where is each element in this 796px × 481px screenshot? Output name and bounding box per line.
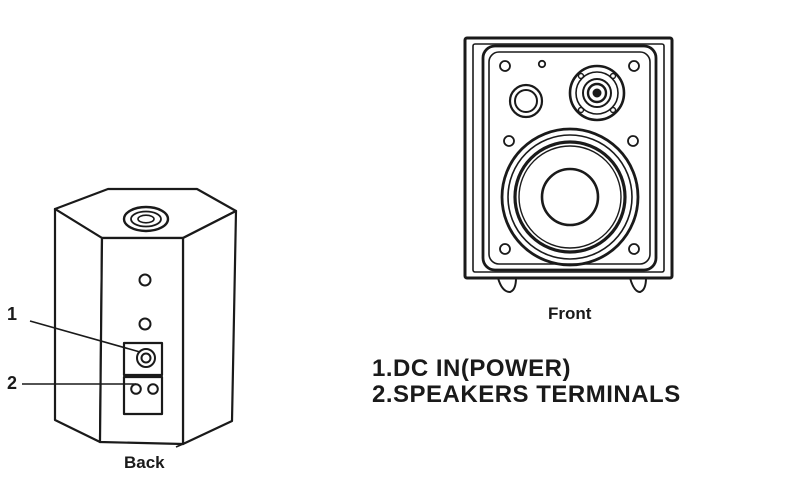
- front-screw-bl: [499, 243, 511, 255]
- back-speaker: [53, 187, 238, 448]
- legend-item-dc-in: 1.DC IN(POWER): [372, 355, 571, 382]
- front-screw-tr: [628, 60, 640, 72]
- callout-2-label: 2: [7, 373, 18, 393]
- front-indicator: [537, 59, 547, 69]
- top-mount: [122, 205, 170, 233]
- front-screw-br: [628, 243, 640, 255]
- front-speaker: [463, 36, 674, 293]
- tweeter: [568, 64, 626, 122]
- callout-1-leader: [29, 320, 141, 353]
- front-screw-tl: [499, 60, 511, 72]
- legend-item-speaker-terminals: 2.SPEAKERS TERMINALS: [372, 381, 681, 408]
- legend: 1.DC IN(POWER) 2.SPEAKERS TERMINALS: [372, 356, 681, 408]
- front-foot-right: [629, 277, 647, 293]
- woofer-screw-tl: [503, 135, 515, 147]
- woofer: [500, 127, 640, 267]
- woofer-screw-tr: [627, 135, 639, 147]
- dc-in-jack: [122, 341, 164, 377]
- bass-port: [508, 83, 544, 119]
- front-foot-left: [497, 277, 517, 293]
- callout-1-label: 1: [7, 304, 18, 324]
- front-caption: Front: [548, 304, 592, 323]
- back-hole-upper: [138, 273, 152, 287]
- back-caption: Back: [124, 453, 165, 472]
- back-hole-middle: [138, 317, 152, 331]
